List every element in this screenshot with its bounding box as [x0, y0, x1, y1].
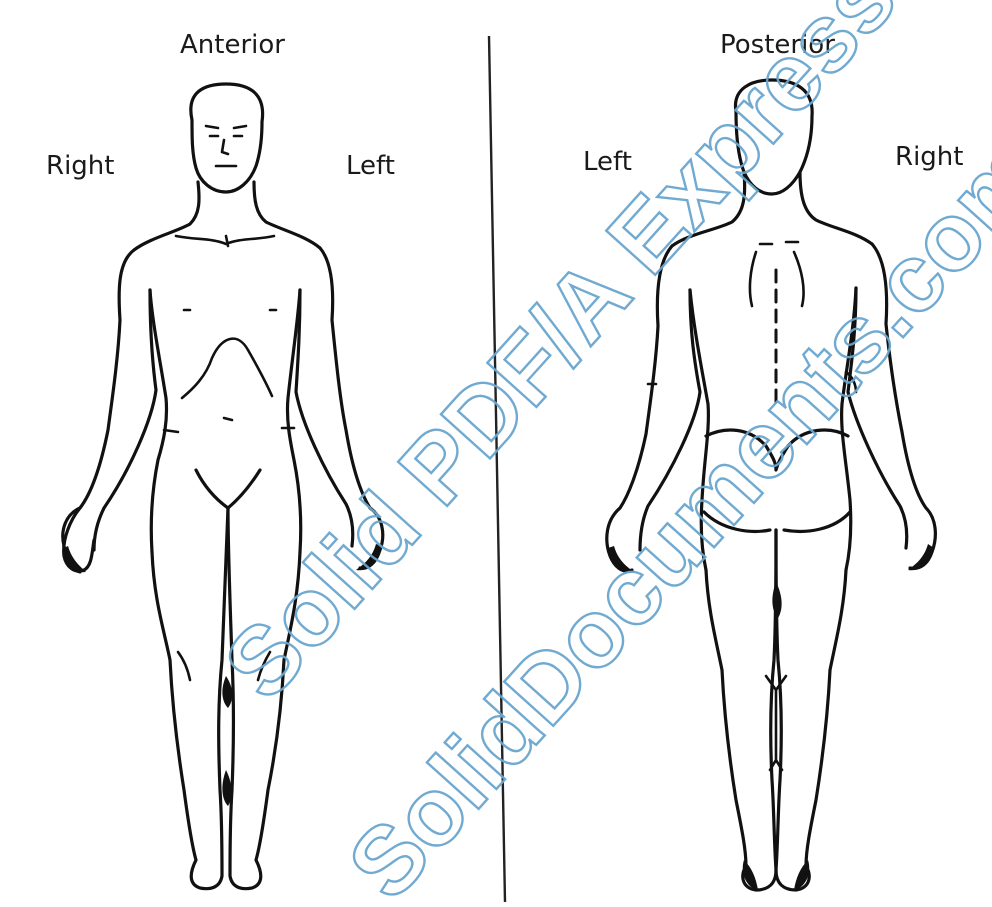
anterior-face	[206, 126, 246, 166]
anterior-knee-mark	[222, 676, 232, 708]
anterior-right-leg	[152, 508, 228, 889]
anterior-head	[191, 84, 263, 192]
posterior-knee-mark	[772, 582, 781, 618]
anterior-right-arm	[63, 250, 156, 572]
posterior-left-leg	[706, 530, 776, 890]
posterior-right-leg	[776, 530, 846, 890]
anterior-groin	[196, 470, 260, 508]
anterior-chest-detail	[164, 310, 294, 432]
anterior-ankle-mark	[222, 770, 231, 806]
anterior-right-thumb	[64, 546, 86, 572]
anterior-torso-right	[150, 290, 167, 552]
watermark: Solid PDF/A Express SolidDocuments.com/	[204, 0, 992, 907]
posterior-calf-detail	[766, 676, 786, 770]
anterior-clavicle	[176, 236, 274, 246]
posterior-right-thumb	[908, 544, 934, 570]
anterior-figure	[63, 84, 383, 889]
